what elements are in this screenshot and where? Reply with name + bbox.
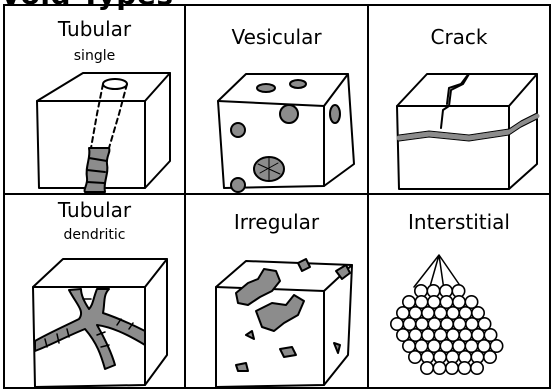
grain-circle xyxy=(433,362,445,374)
grain-circle xyxy=(490,340,502,352)
cell-tubular-dendritic: Tubular dendritic xyxy=(5,195,184,387)
vesicular-cube-drawing xyxy=(186,6,367,193)
tubular-single-cube-drawing xyxy=(5,6,184,193)
irregular-cube-drawing xyxy=(186,195,367,387)
grain-circle xyxy=(446,362,458,374)
cell-interstitial: Interstitial xyxy=(369,195,549,387)
grain-circle xyxy=(484,351,496,363)
tubular-dendritic-cube-drawing xyxy=(5,195,184,387)
grain-circle xyxy=(471,362,483,374)
grain-circle xyxy=(409,351,421,363)
cell-crack: Crack xyxy=(369,6,549,193)
grain-circle xyxy=(458,362,470,374)
cell-irregular: Irregular xyxy=(186,195,367,387)
crack-cube-drawing xyxy=(369,6,549,193)
cell-tubular-single: Tubular single xyxy=(5,6,184,193)
interstitial-grain-pack-drawing xyxy=(369,195,549,387)
grain-circle xyxy=(421,362,433,374)
void-types-grid: Tubular single Vesicular xyxy=(3,4,551,389)
cell-vesicular: Vesicular xyxy=(186,6,367,193)
